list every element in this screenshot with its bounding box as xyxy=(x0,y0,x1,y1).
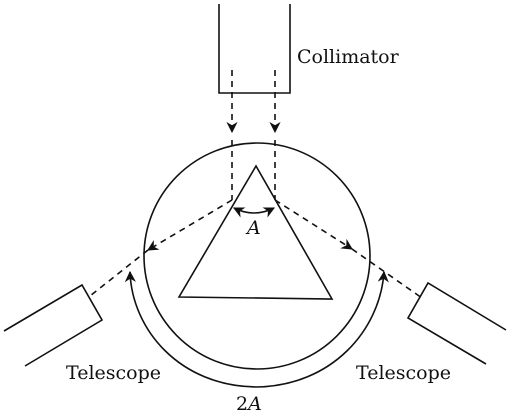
apex-angle-label: A xyxy=(245,217,261,239)
reflected-ray-left xyxy=(148,200,232,250)
collimator-label: Collimator xyxy=(297,46,400,68)
telescope-right-tube xyxy=(408,283,506,364)
telescope-left-label: Telescope xyxy=(66,362,161,384)
reflected-ray-right xyxy=(275,200,352,249)
double-angle-label-num: 2 xyxy=(236,393,248,414)
collimator-tube xyxy=(219,4,290,93)
double-angle-label-var: A xyxy=(246,393,262,414)
apex-angle-arc xyxy=(234,208,274,213)
reflected-ray-left-outer xyxy=(90,250,148,296)
double-angle-label: 2A xyxy=(236,393,262,414)
prism-table-circle xyxy=(144,143,370,369)
telescope-left-tube xyxy=(4,285,102,366)
reflected-ray-right-outer xyxy=(352,249,422,298)
telescope-right-label: Telescope xyxy=(356,362,451,384)
